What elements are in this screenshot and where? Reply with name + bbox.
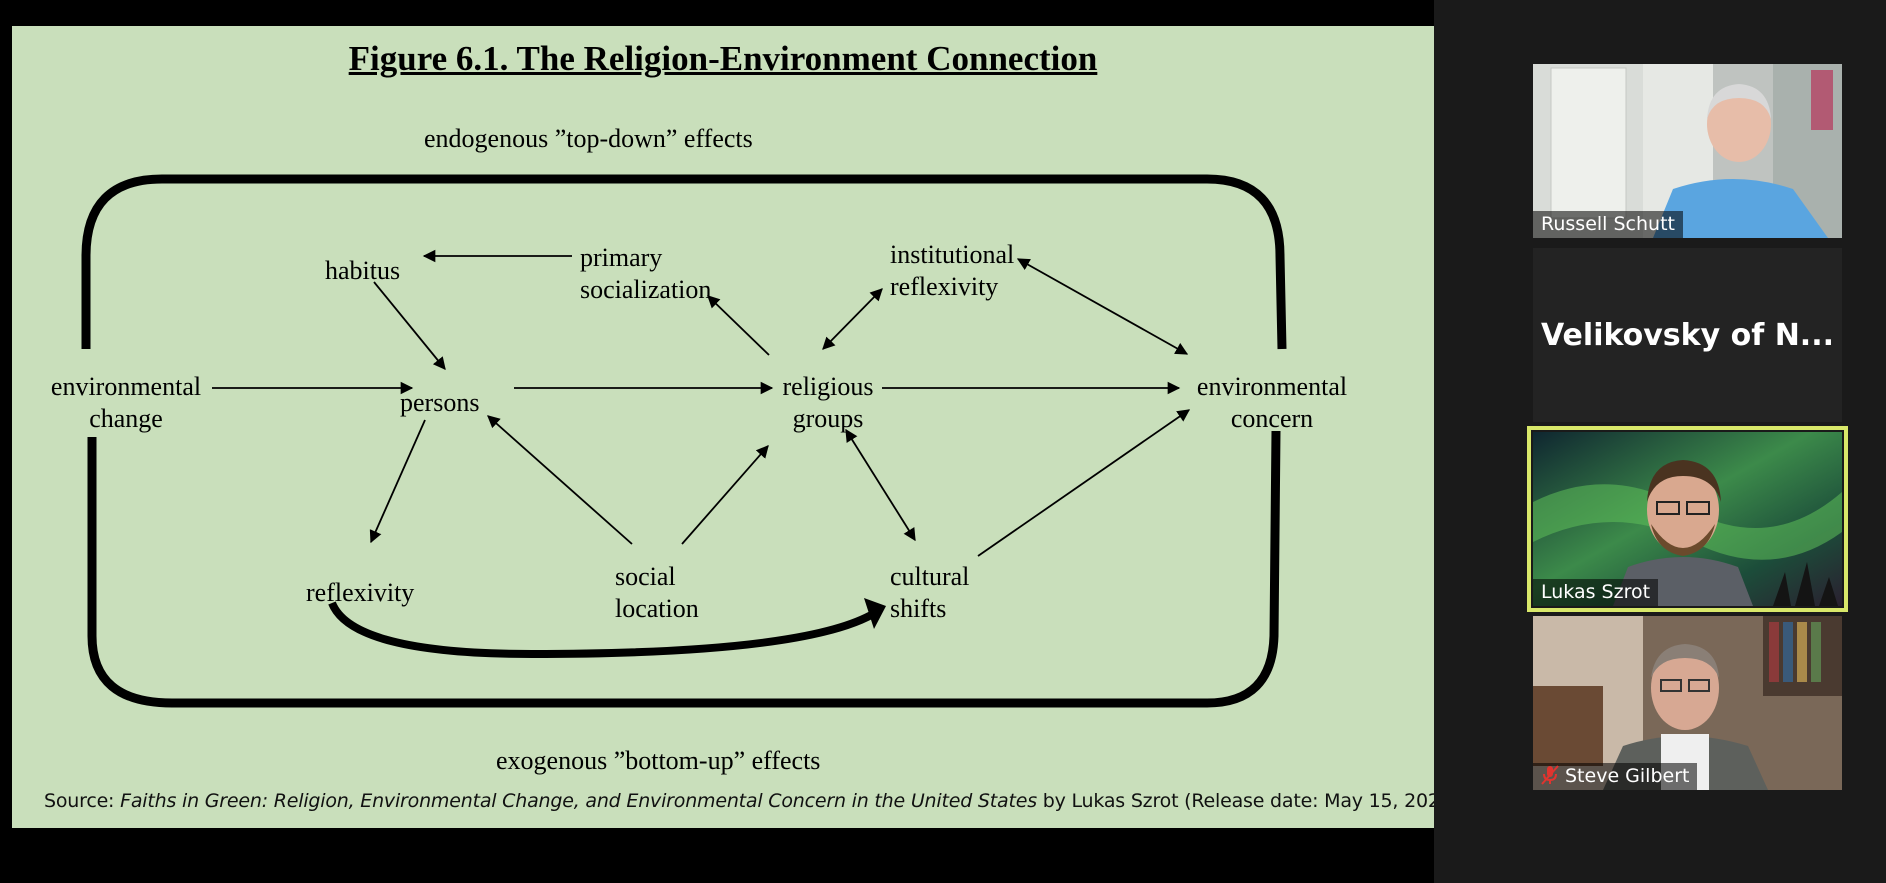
video-feed	[1533, 616, 1842, 790]
reflexivity-to-cultural-shifts-arc	[328, 601, 881, 659]
arrow-cultural-envconcern	[977, 409, 1191, 557]
node-environmental-concern: environmental concern	[1196, 372, 1348, 433]
connection-diagram	[81, 174, 1287, 708]
arrow-institutional-envconcern	[1016, 258, 1189, 355]
node-environmental-change: environmental change	[50, 372, 202, 433]
participant-name: Steve Gilbert	[1565, 765, 1690, 787]
participant-name: Velikovsky of N...	[1540, 317, 1834, 353]
arrow-persons-reflexivity	[369, 419, 426, 544]
participant-tile-lukas-szrot[interactable]: Lukas Szrot	[1527, 426, 1848, 612]
bottom-effects-label: exogenous ”bottom-up” effects	[496, 746, 821, 775]
node-habitus: habitus	[325, 256, 401, 285]
top-effects-label: endogenous ”top-down” effects	[424, 124, 753, 153]
arrow-groups-institutional	[822, 288, 883, 350]
screen-share-area: Figure 6.1. The Religion-Environment Con…	[0, 0, 1434, 883]
participant-tile-steve-gilbert[interactable]: Steve Gilbert	[1533, 616, 1842, 790]
muted-microphone-icon	[1541, 765, 1559, 785]
node-social-location: social location	[615, 562, 699, 623]
presentation-slide: Figure 6.1. The Religion-Environment Con…	[12, 26, 1434, 828]
video-feed	[1533, 432, 1842, 606]
node-religious-groups: religious groups	[782, 372, 874, 433]
arrow-groups-socialization	[707, 295, 770, 356]
node-primary-socialization: primary socialization	[580, 243, 712, 304]
participant-tile-velikovsky[interactable]: Velikovsky of N...	[1533, 248, 1842, 422]
node-reflexivity: reflexivity	[306, 578, 415, 607]
arrow-habitus-persons	[373, 281, 446, 370]
bottom-loop-arc	[87, 430, 1281, 708]
node-persons: persons	[400, 388, 480, 417]
arrow-groups-cultural	[845, 428, 916, 542]
slide-title: Figure 6.1. The Religion-Environment Con…	[348, 39, 1098, 78]
participants-panel: Russell Schutt Velikovsky of N...	[1434, 0, 1886, 883]
source-citation: Source: Faiths in Green: Religion, Envir…	[44, 790, 1434, 812]
arrow-social-groups	[681, 445, 769, 545]
node-cultural-shifts: cultural shifts	[890, 562, 970, 623]
curved-arrowhead	[864, 598, 886, 629]
participant-name: Lukas Szrot	[1533, 579, 1659, 606]
video-feed	[1533, 64, 1842, 238]
book-title: Faiths in Green: Religion, Environmental…	[120, 790, 1037, 812]
node-institutional-reflexivity: institutional reflexivity	[890, 240, 1015, 301]
participant-tile-russell-schutt[interactable]: Russell Schutt	[1533, 64, 1842, 238]
participant-name-tag: Steve Gilbert	[1533, 763, 1698, 790]
participant-name: Russell Schutt	[1533, 211, 1683, 238]
arrow-social-persons	[487, 415, 633, 545]
top-loop-arc	[81, 174, 1287, 350]
